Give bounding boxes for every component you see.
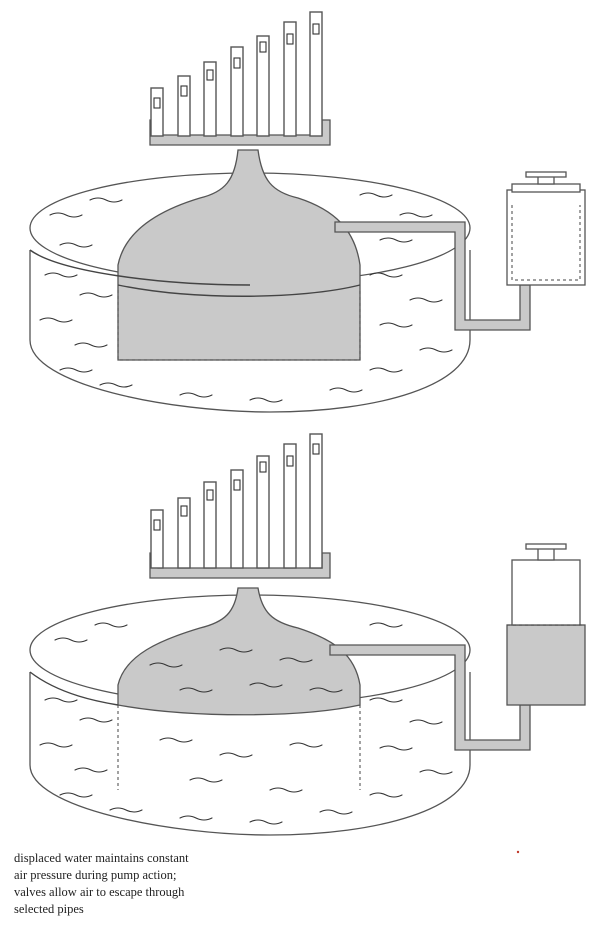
caption-line-3: valves allow air to escape through xyxy=(14,885,185,899)
caption-line-2: air pressure during pump action; xyxy=(14,868,177,882)
bottom-water-waves xyxy=(39,622,453,825)
bottom-diagram xyxy=(29,433,586,836)
top-diagram xyxy=(29,11,586,413)
caption: displaced water maintains constant air p… xyxy=(14,850,314,918)
caption-line-1: displaced water maintains constant xyxy=(14,851,189,865)
top-water-waves xyxy=(39,192,453,403)
caption-line-4: selected pipes xyxy=(14,902,84,916)
red-speck xyxy=(516,850,520,854)
bottom-pump xyxy=(329,543,586,751)
bottom-air-bell xyxy=(29,587,361,790)
top-air-bell xyxy=(29,149,361,361)
top-pump xyxy=(334,171,586,331)
bottom-pipe-rank xyxy=(149,433,331,579)
top-pipe-rank xyxy=(149,11,331,146)
